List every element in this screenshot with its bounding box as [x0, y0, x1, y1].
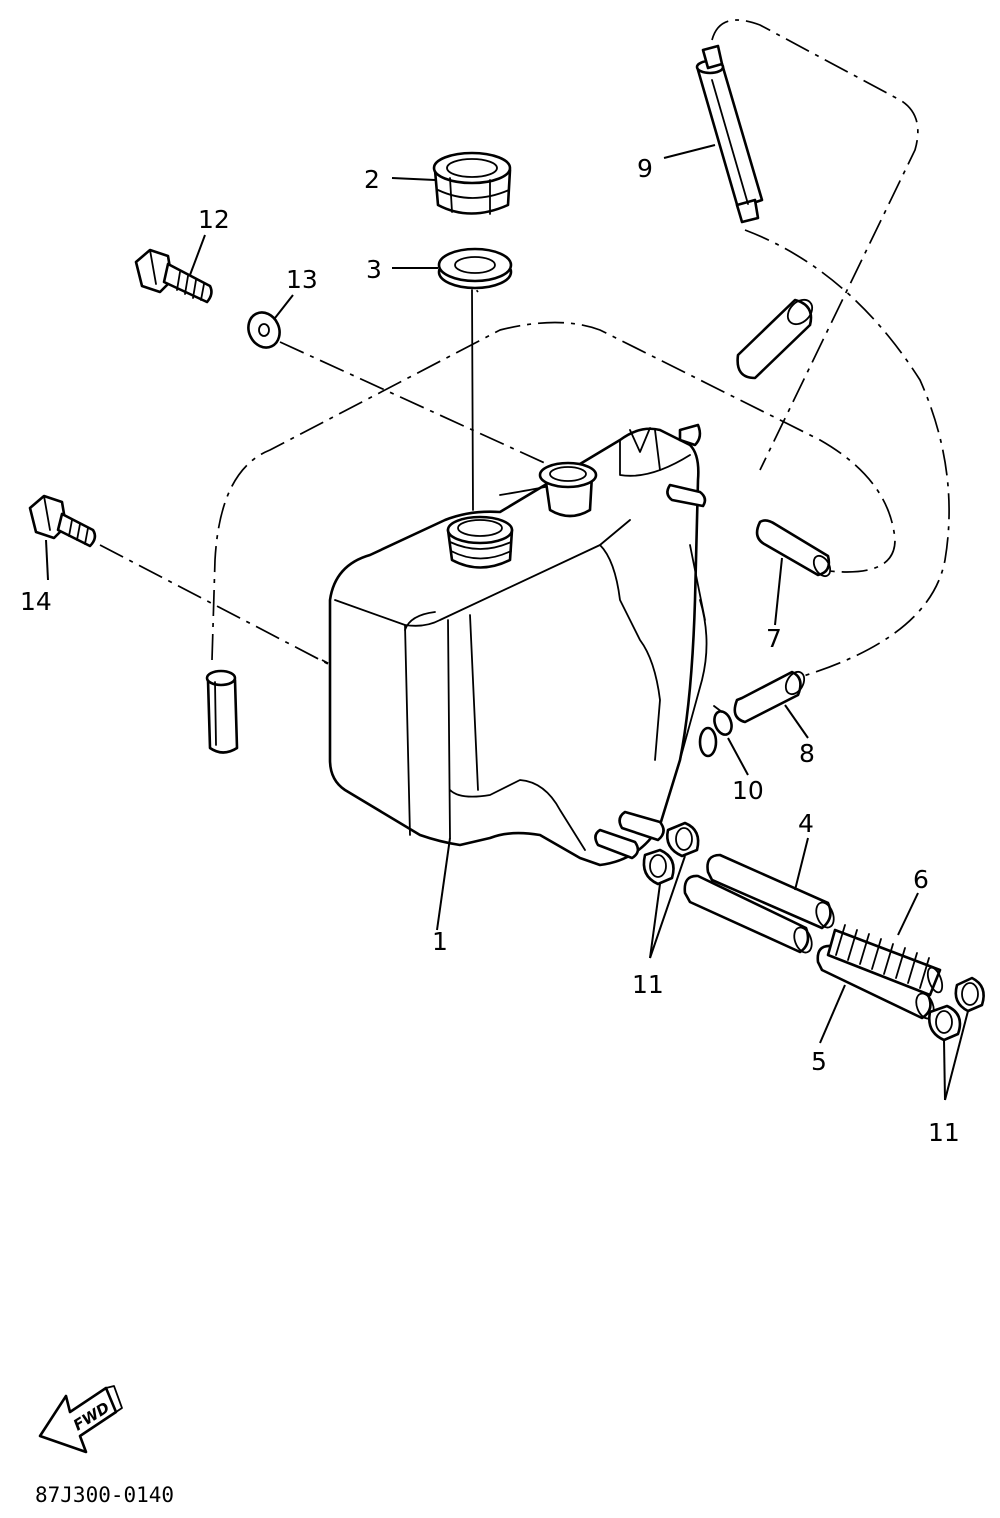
label-part-7: 7	[766, 624, 782, 653]
label-part-14: 14	[20, 587, 52, 616]
label-part-11-right: 11	[928, 1118, 960, 1147]
hose-9	[695, 44, 764, 224]
label-part-1: 1	[432, 927, 448, 956]
protector-6	[826, 924, 944, 997]
leader-lines	[45, 144, 969, 1101]
filler-cap	[432, 151, 512, 215]
label-part-12: 12	[198, 205, 230, 234]
clip-10	[713, 705, 733, 736]
bolt-12	[134, 248, 213, 304]
label-part-4: 4	[798, 809, 814, 838]
seal-ring	[437, 247, 513, 290]
tank-filler-neck	[446, 515, 514, 569]
oil-tank	[328, 427, 718, 867]
clamps-11-left	[642, 821, 700, 886]
label-part-13: 13	[286, 265, 318, 294]
label-part-6: 6	[913, 865, 929, 894]
hose-4	[706, 853, 835, 930]
label-part-3: 3	[366, 255, 382, 284]
hose-lower-left	[205, 669, 239, 754]
label-part-10: 10	[732, 776, 764, 805]
tank-nipples	[594, 423, 707, 860]
hose-7	[755, 519, 832, 578]
clamps-11-right	[928, 976, 985, 1042]
fwd-arrow: FWD	[38, 1385, 123, 1454]
washer-13	[247, 311, 281, 349]
tank-grommet-fitting	[499, 461, 598, 518]
label-part-8: 8	[799, 739, 815, 768]
label-part-2: 2	[364, 165, 380, 194]
hose-8	[733, 670, 806, 724]
label-part-9: 9	[637, 154, 653, 183]
bolt-14	[28, 494, 97, 548]
drawing-code: 87J300-0140	[35, 1483, 174, 1507]
hose-upper-connector	[736, 298, 814, 380]
hose-middle	[683, 874, 813, 954]
label-part-5: 5	[811, 1047, 827, 1076]
part-labels: 1 2 3 4 5 6 7 8 9 10 11 11 12 13 14	[20, 154, 960, 1147]
label-part-11-left: 11	[632, 970, 664, 999]
